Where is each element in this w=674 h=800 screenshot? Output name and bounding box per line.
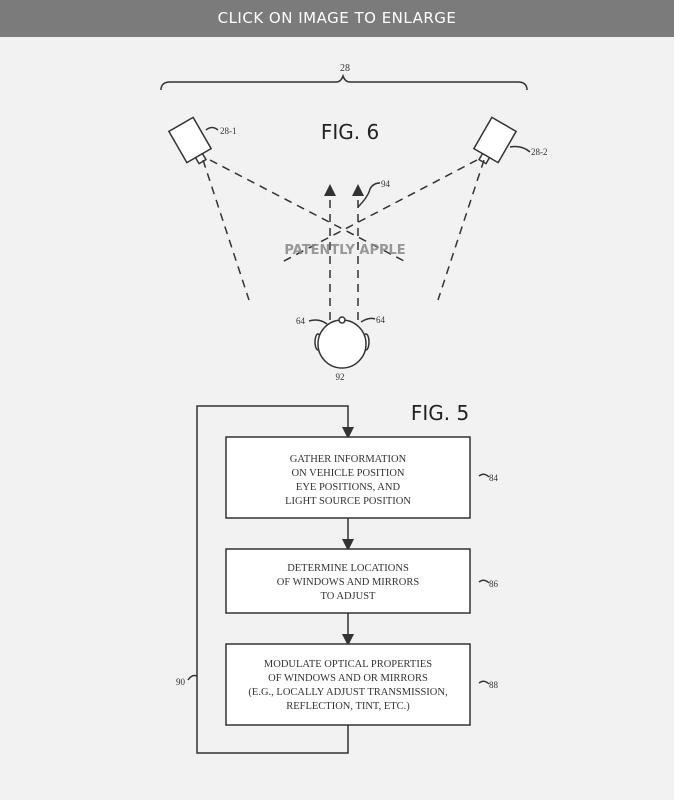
label-cam1: 28-1: [220, 126, 237, 136]
camera-2-icon: [472, 116, 518, 165]
diagram-text: 88: [489, 680, 499, 690]
label-gaze: 94: [381, 179, 391, 189]
diagram-text: REFLECTION, TINT, ETC.): [286, 701, 410, 712]
fig6: 28 FIG. 6 28-1 28-2 94 PATENTLY APPLE: [160, 63, 548, 382]
fig6-title: FIG. 6: [321, 120, 379, 144]
diagram-text: ON VEHICLE POSITION: [292, 468, 405, 479]
array-brace: [160, 73, 528, 91]
step-box-84: GATHER INFORMATION ON VEHICLE POSITION E…: [225, 436, 499, 519]
label-loop: 90: [176, 677, 186, 687]
label-cam2: 28-2: [531, 147, 548, 157]
head-icon: [314, 316, 370, 369]
diagram-text: MODULATE OPTICAL PROPERTIES: [264, 659, 432, 670]
cam1-fov-right: [209, 159, 407, 263]
label-eye-left: 64: [296, 316, 306, 326]
diagram-text: OF WINDOWS AND MIRRORS: [277, 577, 420, 588]
diagram-text: (E.G., LOCALLY ADJUST TRANSMISSION,: [248, 687, 447, 698]
cam2-fov-left: [281, 159, 478, 263]
diagram-text: LIGHT SOURCE POSITION: [285, 496, 411, 507]
step-box-86: DETERMINE LOCATIONS OF WINDOWS AND MIRRO…: [225, 548, 499, 614]
fig5: FIG. 5 90 GATHER INFORMATION ON VEHICLE …: [176, 401, 499, 754]
step-box-88: MODULATE OPTICAL PROPERTIES OF WINDOWS A…: [225, 643, 499, 726]
diagram-text: DETERMINE LOCATIONS: [287, 563, 409, 574]
watermark: PATENTLY APPLE: [284, 243, 405, 258]
diagram-text: TO ADJUST: [321, 591, 377, 602]
cam2-fov-right: [437, 159, 485, 301]
diagram-text: GATHER INFORMATION: [290, 454, 407, 465]
camera-1-icon: [167, 116, 213, 165]
enlarge-banner[interactable]: CLICK ON IMAGE TO ENLARGE: [0, 0, 674, 37]
label-head: 92: [336, 372, 345, 382]
label-eye-right: 64: [376, 315, 386, 325]
diagram-text: 86: [489, 579, 499, 589]
cam1-fov-left: [202, 159, 250, 301]
diagram-text: OF WINDOWS AND OR MIRRORS: [268, 673, 428, 684]
fig5-title: FIG. 5: [411, 401, 469, 425]
label-array: 28: [340, 63, 350, 74]
diagram-text: EYE POSITIONS, AND: [296, 482, 401, 493]
diagram-text: 84: [489, 473, 499, 483]
feedback-loop: [196, 405, 354, 754]
